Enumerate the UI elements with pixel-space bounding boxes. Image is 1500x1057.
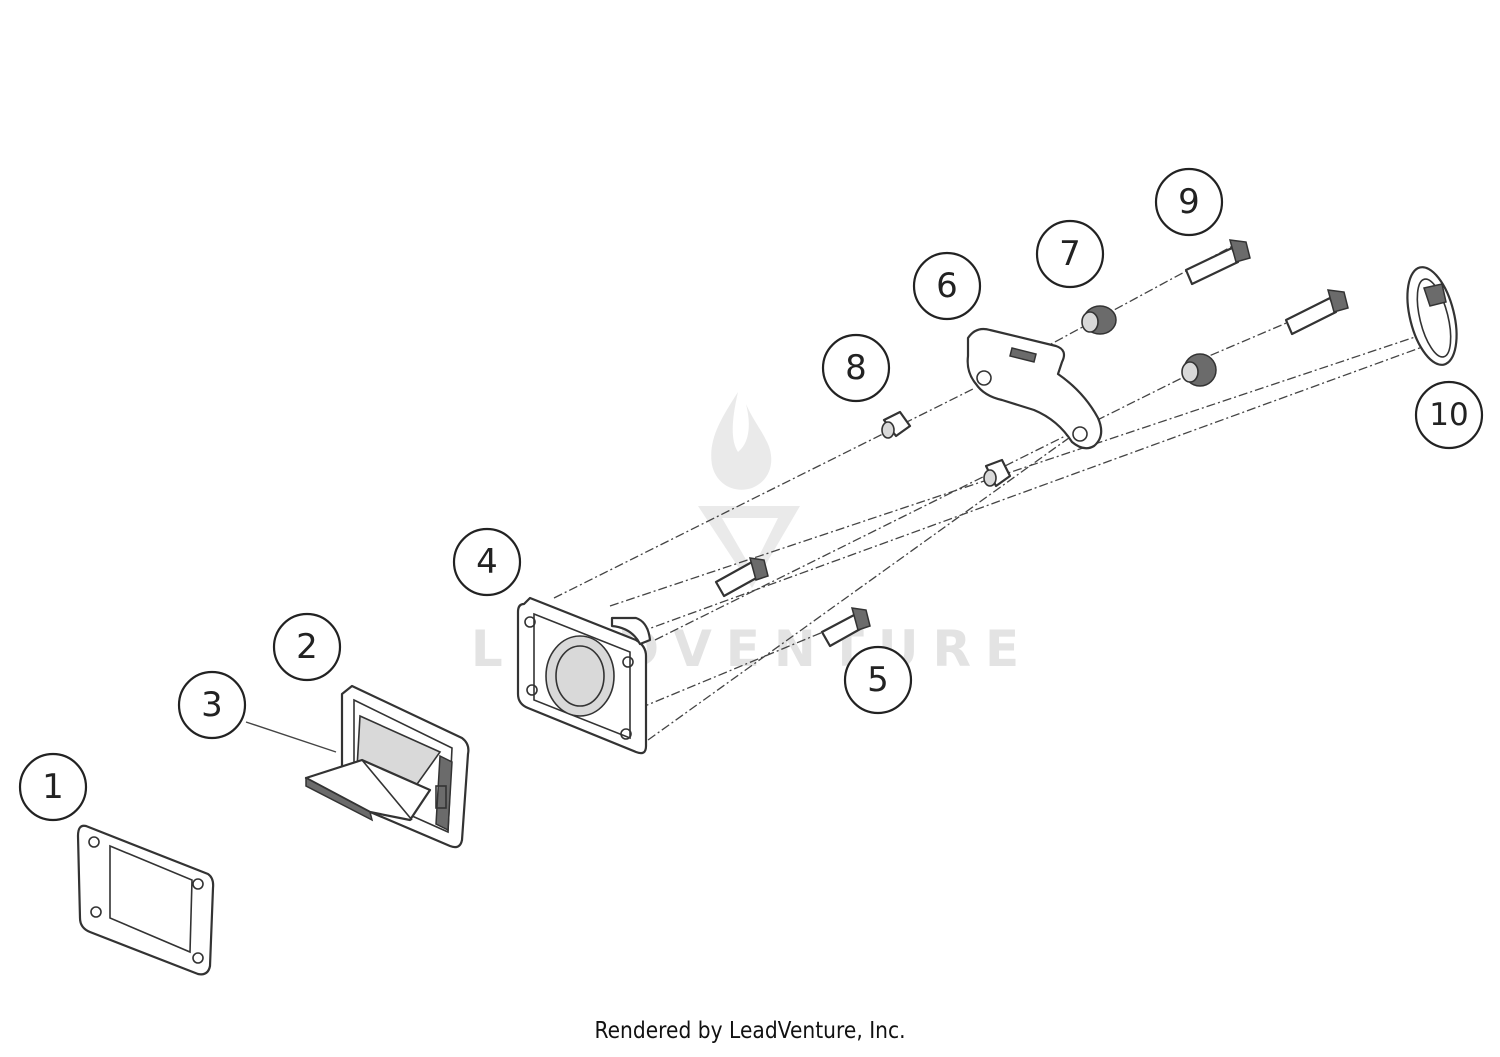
- part-5-bolts: [714, 557, 871, 648]
- callout-6: 6: [912, 251, 982, 321]
- callout-9-label: 9: [1178, 182, 1200, 222]
- callout-3-label: 3: [201, 685, 223, 725]
- part-1-gasket: [76, 824, 215, 976]
- part-10-clamp: [1406, 266, 1458, 366]
- callout-5: 5: [843, 645, 913, 715]
- footer-credit: Rendered by LeadVenture, Inc.: [594, 1018, 906, 1044]
- callout-9: 9: [1154, 167, 1224, 237]
- part-3-reed-petal: [304, 758, 432, 822]
- part-9-bolts: [1184, 239, 1349, 336]
- callout-6-label: 6: [936, 266, 958, 306]
- callout-8: 8: [821, 333, 891, 403]
- watermark-flame-icon: [711, 392, 772, 490]
- callout-8-label: 8: [845, 348, 867, 388]
- callout-1-label: 1: [42, 767, 64, 807]
- callout-10-label: 10: [1429, 397, 1468, 433]
- callout-3: 3: [177, 670, 247, 740]
- callout-4: 4: [452, 527, 522, 597]
- watermark-v-icon: [698, 506, 800, 588]
- callout-7: 7: [1035, 219, 1105, 289]
- part-6-bracket: [966, 327, 1103, 450]
- part-8-spacers: [881, 410, 1012, 488]
- callout-1: 1: [18, 752, 88, 822]
- callout-2-label: 2: [296, 627, 318, 667]
- callout-5-label: 5: [867, 660, 889, 700]
- callout-7-label: 7: [1059, 234, 1081, 274]
- part-4-intake-flange: [516, 596, 652, 755]
- callout-10: 10: [1414, 380, 1484, 450]
- callout-2: 2: [272, 612, 342, 682]
- part-7-bushings: [1081, 305, 1217, 387]
- callout-4-label: 4: [476, 542, 498, 582]
